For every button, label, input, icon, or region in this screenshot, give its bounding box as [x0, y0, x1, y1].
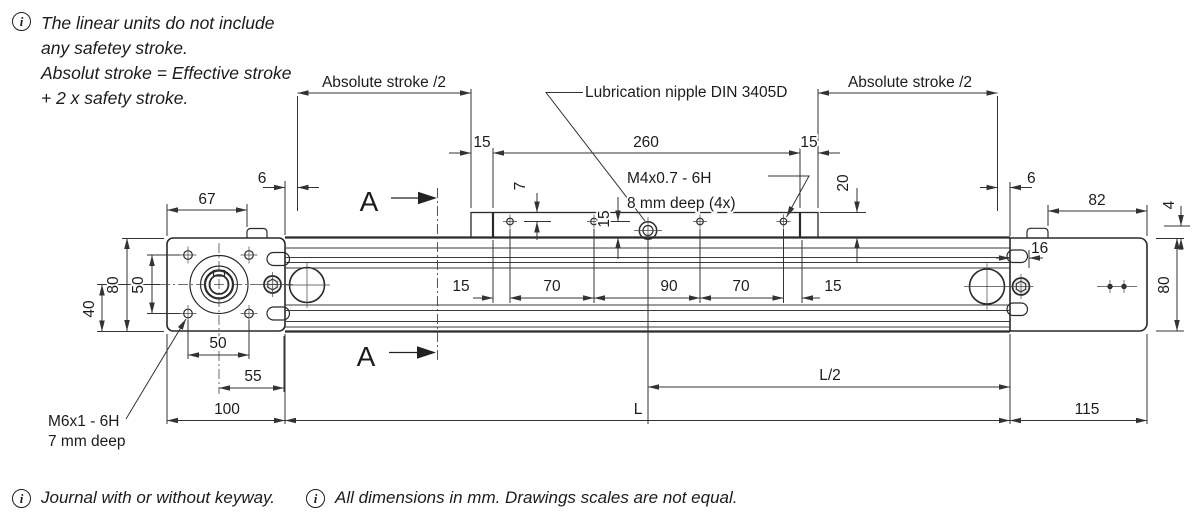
dim-70-left: 70 [543, 278, 561, 295]
rail-hole-right [964, 263, 1010, 310]
dim-6-left: 6 [258, 170, 267, 187]
note-bottom-right-text: All dimensions in mm. Drawings scales ar… [335, 488, 738, 507]
m6-thread-label-1: M6x1 - 6H [48, 413, 120, 430]
right-end-block [1009, 237, 1148, 332]
dim-40: 40 [81, 300, 98, 318]
dim-15-holes-right: 15 [824, 278, 841, 295]
section-markers: A A [357, 186, 437, 372]
flange-centerlines [160, 243, 293, 394]
dim-15-plate-right: 15 [800, 134, 817, 151]
note-top-text: The linear units do not include any safe… [41, 11, 291, 111]
leader-lines [125, 92, 810, 420]
carriage-plate-edges [491, 212, 802, 238]
dim-67: 67 [198, 191, 215, 208]
lubrication-label: Lubrication nipple DIN 3405D [585, 84, 787, 101]
abs-stroke-left-label: Absolute stroke /2 [322, 74, 446, 91]
dim-70-right: 70 [732, 278, 750, 295]
dimension-lines [99, 90, 1184, 424]
section-arrow-top [418, 191, 437, 205]
dim-100: 100 [214, 401, 240, 418]
dim-80-left: 80 [105, 276, 122, 294]
dim-15-plate-left: 15 [473, 134, 490, 151]
note-line: Absolut stroke = Effective stroke [41, 63, 292, 83]
note-line: + 2 x safety stroke. [41, 88, 189, 108]
section-label-top: A [360, 186, 379, 217]
dim-15-nipple: 15 [596, 210, 613, 227]
m4-thread-label-1: M4x0.7 - 6H [627, 170, 711, 187]
flange-bolt-holes [179, 246, 258, 322]
lubrication-leader [544, 92, 646, 222]
hex-fitting-right [1008, 274, 1034, 299]
mounting-slots [266, 249, 1029, 321]
dim-50-flange: 50 [130, 276, 147, 294]
info-icon: i [306, 489, 325, 508]
m4-leader [768, 175, 810, 218]
note-line: any safetey stroke. [41, 38, 188, 58]
note-line: The linear units do not include [41, 13, 275, 33]
dim-55: 55 [244, 368, 261, 385]
m4-thread-label-2: 8 mm deep (4x) [627, 195, 736, 212]
note-top: i The linear units do not include any sa… [12, 11, 291, 111]
drawing-body [160, 188, 1148, 394]
dim-82: 82 [1088, 192, 1105, 209]
m6-leader [125, 318, 187, 420]
dim-6-right: 6 [1027, 170, 1036, 187]
dim-20: 20 [835, 174, 852, 192]
dim-260: 260 [633, 134, 659, 151]
section-label-bottom: A [357, 341, 376, 372]
dim-50-bottom: 50 [209, 335, 227, 352]
dim-7: 7 [512, 182, 529, 191]
note-bottom-left: i Journal with or without keyway. [12, 488, 275, 508]
dim-90: 90 [660, 278, 678, 295]
extension-lines [97, 89, 1190, 424]
note-bottom-left-text: Journal with or without keyway. [41, 488, 276, 507]
note-bottom-right: i All dimensions in mm. Drawings scales … [306, 488, 738, 508]
carriage-m4-holes [503, 214, 791, 229]
dim-4: 4 [1161, 200, 1178, 209]
left-tab [246, 227, 268, 238]
dim-L: L [634, 401, 643, 418]
m6-thread-label-2: 7 mm deep [48, 433, 126, 450]
section-arrow-bottom [417, 346, 436, 359]
dimension-texts: Absolute stroke /2 Absolute stroke /2 Lu… [46, 72, 1180, 452]
info-icon: i [12, 12, 31, 31]
dim-115: 115 [1075, 401, 1100, 418]
abs-stroke-right-label: Absolute stroke /2 [848, 74, 972, 91]
dim-L2: L/2 [819, 367, 841, 384]
lubrication-nipple [634, 217, 662, 244]
dim-80-right: 80 [1156, 276, 1173, 294]
dim-15-holes-left: 15 [452, 278, 469, 295]
rail-hole-left [284, 262, 330, 308]
dim-16: 16 [1031, 240, 1048, 257]
right-block-pins [1097, 280, 1137, 293]
right-tab [1026, 227, 1049, 238]
info-icon: i [12, 489, 31, 508]
